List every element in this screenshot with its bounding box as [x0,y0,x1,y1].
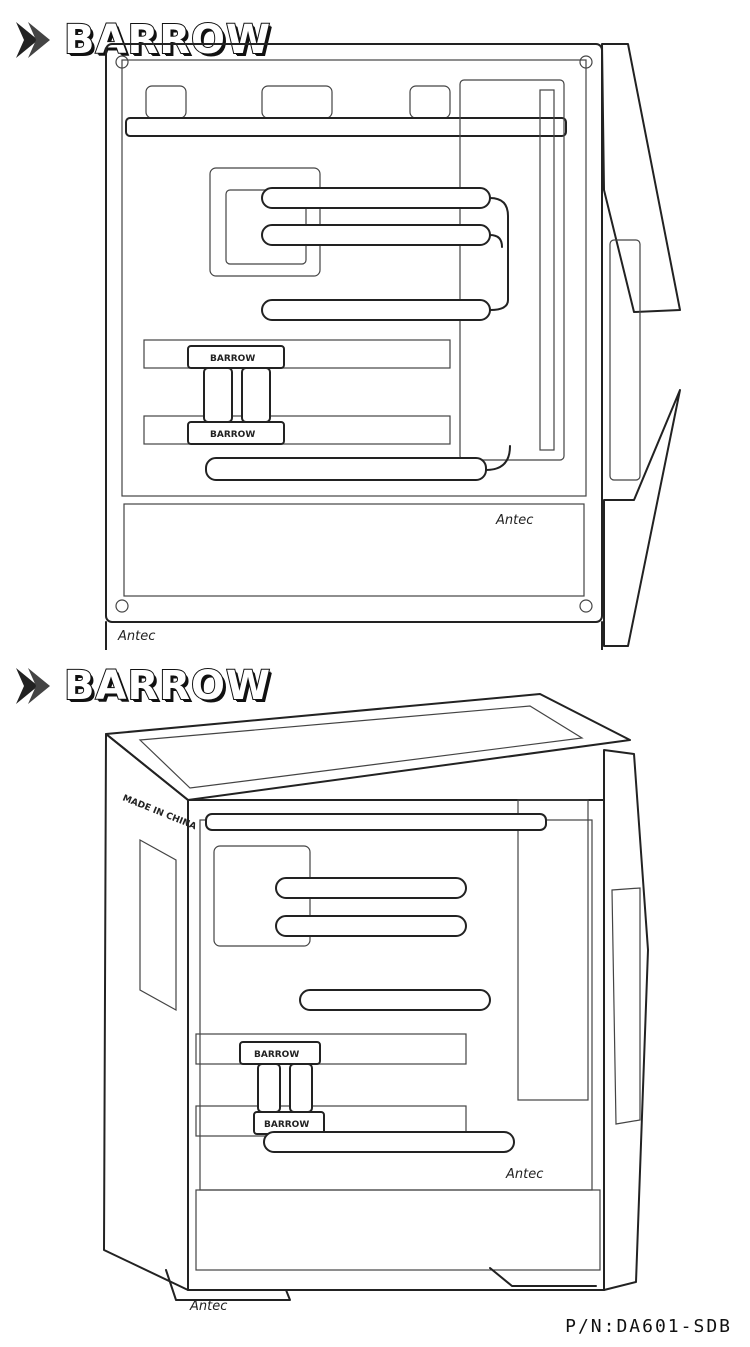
iso-reservoir [517,799,589,1101]
gpu-block-label-lower: BARROW [210,430,255,440]
base-brand-front: Antec [117,629,155,644]
radiator-column [459,79,565,461]
iso-block-label-upper: BARROW [254,1050,299,1060]
brand-wordmark: BARROW [63,17,272,63]
gpu-block-lower [187,421,285,445]
window-frame [121,59,587,497]
barrow-logo-bottom: BARROW [14,664,271,708]
barrow-logo-icon [16,668,50,704]
shroud-brand-iso: Antec [505,1167,543,1182]
barrow-logo-icon [16,22,50,58]
front-view-drawing: BARROW BARROW Antec Antec [105,43,681,650]
front-panel-upper [601,43,681,313]
gpu-lower [143,415,451,445]
iso-psu-shroud [195,1189,601,1271]
shroud-brand-front: Antec [495,513,533,528]
corner-screws [115,55,593,613]
barrow-logo-top: BARROW [14,18,271,62]
cpu-block [209,167,321,277]
top-panel [105,693,631,801]
psu-shroud [123,503,585,597]
iso-front-panel [603,749,649,1291]
front-panel-lower [603,389,681,647]
top-tube [125,117,567,137]
iso-gpu-upper [195,1033,467,1065]
iso-view-drawing: MADE IN CHINA BARROW BARROW Antec Antec [103,693,649,1310]
base-brand-iso: Antec [189,1299,227,1310]
gpu-block-label-upper: BARROW [210,354,255,364]
gpu-upper [143,339,451,369]
iso-block-label-lower: BARROW [264,1120,309,1130]
part-number: P/N:DA601-SDB [565,1316,732,1337]
case-outline [105,43,603,623]
gpu-block-upper [187,345,285,369]
brand-wordmark: BARROW [63,663,272,709]
